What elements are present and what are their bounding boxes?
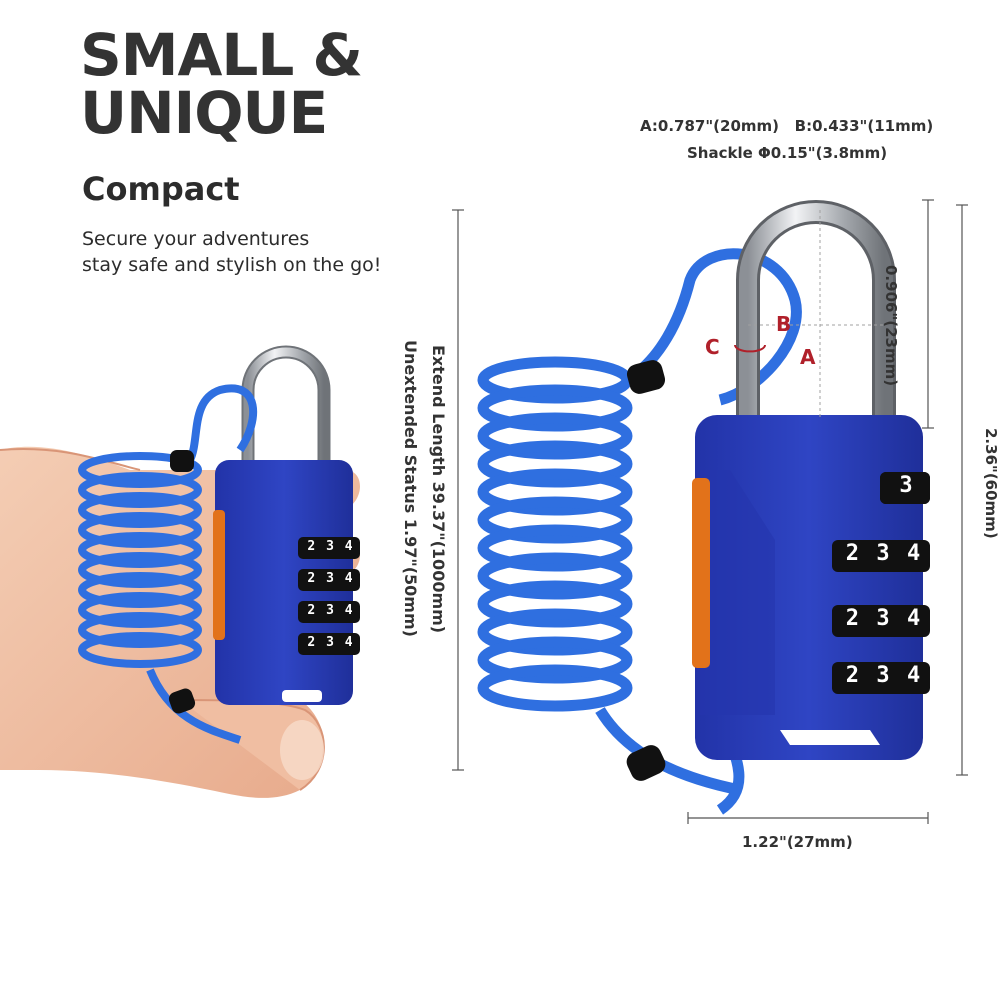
small-combination-dials	[298, 537, 360, 655]
dial-digit: 2	[307, 539, 316, 554]
dial-row-0[interactable]: 3	[884, 473, 928, 498]
large-padlock	[477, 200, 930, 815]
total-height-label: 2.36"(60mm)	[982, 428, 1000, 539]
small-padlock	[78, 345, 360, 744]
subheading: Compact	[82, 170, 240, 208]
dial-digit: 4	[907, 606, 921, 631]
dial-digit: 4	[344, 635, 353, 650]
dial-digit: 3	[326, 635, 334, 650]
dial-digit: 4	[344, 571, 353, 586]
dial-digit: 2	[845, 541, 859, 566]
width-label: 1.22"(27mm)	[742, 833, 853, 851]
dial-digit: 4	[344, 539, 353, 554]
dial-digit: 3	[876, 663, 890, 688]
unextended-status-label: Unextended Status 1.97"(50mm)	[401, 340, 420, 637]
dial-digit: 2	[307, 603, 316, 618]
dial-digit: 3	[326, 539, 334, 554]
dial-digit: 2	[845, 606, 859, 631]
headline-line-1: SMALL &	[80, 21, 363, 89]
label-a: A	[800, 345, 816, 369]
label-c: C	[705, 335, 720, 359]
dial-digit: 3	[899, 473, 913, 498]
dial-digit: 2	[307, 635, 316, 650]
shackle-height-label: 0.906"(23mm)	[882, 265, 900, 387]
dimension-lines	[452, 199, 968, 824]
dial-digit: 3	[876, 606, 890, 631]
label-b: B	[776, 312, 792, 336]
tagline-line-1: Secure your adventures	[82, 228, 310, 250]
dial-digit: 4	[907, 663, 921, 688]
ab-spec-label: A:0.787"(20mm) B:0.433"(11mm)	[640, 117, 934, 135]
headline: SMALL & UNIQUE	[80, 21, 363, 147]
dial-digit: 3	[876, 541, 890, 566]
dial-digit: 4	[907, 541, 921, 566]
headline-line-2: UNIQUE	[80, 79, 328, 147]
dial-digit: 2	[307, 571, 316, 586]
large-combination-dials	[832, 472, 930, 694]
tagline: Secure your adventures stay safe and sty…	[82, 226, 381, 278]
tagline-line-2: stay safe and stylish on the go!	[82, 254, 382, 276]
dial-digit: 2	[845, 663, 859, 688]
extend-length-label: Extend Length 39.37"(1000mm)	[429, 345, 448, 634]
dial-digit: 3	[326, 603, 334, 618]
shackle-spec-label: Shackle Φ0.15"(3.8mm)	[687, 144, 888, 162]
dial-digit: 3	[326, 571, 334, 586]
dial-digit: 4	[344, 603, 353, 618]
